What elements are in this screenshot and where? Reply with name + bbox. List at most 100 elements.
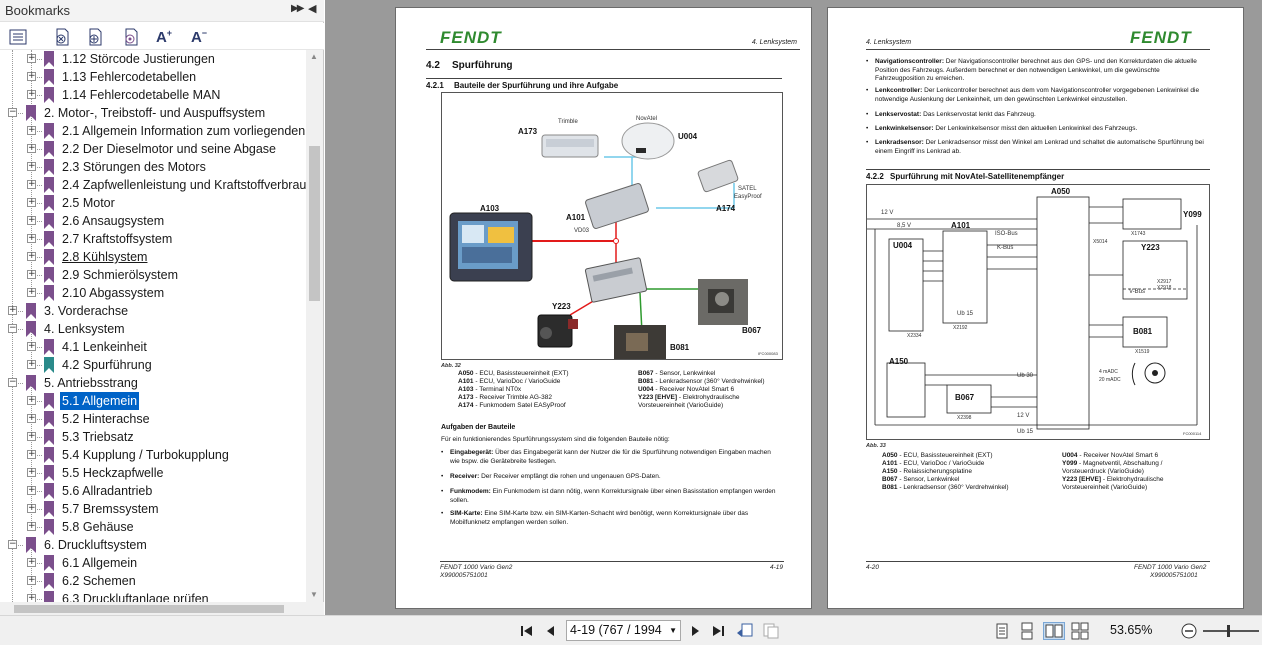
page-number-field[interactable]: 4-19 (767 / 1994 ▼ [566, 620, 681, 641]
expand-icon[interactable]: + [27, 161, 36, 171]
expand-icon[interactable]: + [27, 359, 36, 369]
increase-text-size-icon[interactable]: A+ [155, 28, 173, 46]
bookmark-item[interactable]: +5.4 Kupplung / Turbokupplung [0, 446, 306, 464]
bookmark-item[interactable]: +5.5 Heckzapfwelle [0, 464, 306, 482]
expand-icon[interactable]: + [27, 449, 36, 459]
facing-view-icon[interactable] [1043, 622, 1065, 640]
bookmark-item[interactable]: +2.8 Kühlsystem [0, 248, 306, 266]
bookmark-item[interactable]: −6. Druckluftsystem [0, 536, 306, 554]
expand-icon[interactable]: + [27, 557, 36, 567]
single-page-view-icon[interactable] [993, 622, 1011, 640]
next-page-icon[interactable] [686, 622, 704, 640]
expand-icon[interactable]: + [27, 413, 36, 423]
collapse-icon[interactable]: − [8, 323, 17, 333]
expand-icon[interactable]: + [27, 485, 36, 495]
scroll-up-arrow-icon[interactable]: ▲ [310, 52, 318, 61]
expand-icon[interactable]: + [27, 71, 36, 81]
bookmark-item[interactable]: +2.3 Störungen des Motors [0, 158, 306, 176]
bookmarks-scrollbar[interactable]: ▲ ▼ [306, 50, 323, 602]
bookmark-item[interactable]: +5.1 Allgemein [0, 392, 306, 410]
bookmark-item[interactable]: +6.3 Druckluftanlage prüfen [0, 590, 306, 602]
bookmark-item[interactable]: +2.2 Der Dieselmotor und seine Abgase [0, 140, 306, 158]
bookmark-item[interactable]: +5.6 Allradantrieb [0, 482, 306, 500]
bookmark-item[interactable]: +2.7 Kraftstoffsystem [0, 230, 306, 248]
decrease-text-size-icon[interactable]: A− [190, 28, 208, 46]
collapse-panel-icon[interactable]: ◀ [308, 3, 317, 15]
bookmark-item[interactable]: +2.9 Schmierölsystem [0, 266, 306, 284]
bookmark-item[interactable]: +6.2 Schemen [0, 572, 306, 590]
collapse-icon[interactable]: − [8, 377, 17, 387]
expand-icon[interactable]: + [27, 179, 36, 189]
bookmark-item[interactable]: +5.8 Gehäuse [0, 518, 306, 536]
bookmark-item[interactable]: +5.2 Hinterachse [0, 410, 306, 428]
sch-8v5: 8,5 V [897, 223, 912, 229]
expand-icon[interactable]: + [27, 467, 36, 477]
collapse-icon[interactable]: − [8, 539, 17, 549]
bookmark-item[interactable]: +4.2 Spurführung [0, 356, 306, 374]
expand-icon[interactable]: + [27, 593, 36, 602]
wiring-schematic: A050 A101 U004 Y223 Y099 B081 B067 A150 … [866, 184, 1210, 440]
bookmark-item[interactable]: −2. Motor-, Treibstoff- und Auspuffsyste… [0, 104, 306, 122]
expand-icon[interactable]: + [27, 503, 36, 513]
bookmark-item[interactable]: +1.13 Fehlercodetabellen [0, 68, 306, 86]
bookmark-item[interactable]: +3. Vorderachse [0, 302, 306, 320]
bookmark-item[interactable]: +2.5 Motor [0, 194, 306, 212]
expand-icon[interactable]: + [27, 197, 36, 207]
bookmark-item[interactable]: +1.12 Störcode Justierungen [0, 50, 306, 68]
sch-x2192: X2192 [953, 325, 968, 331]
last-page-icon[interactable] [709, 622, 727, 640]
continuous-facing-view-icon[interactable] [1071, 622, 1089, 640]
expand-icon[interactable]: + [27, 269, 36, 279]
expand-icon[interactable]: + [27, 395, 36, 405]
delete-bookmark-icon[interactable] [52, 27, 72, 47]
expand-icon[interactable]: + [27, 89, 36, 99]
bookmark-item[interactable]: −5. Antriebsstrang [0, 374, 306, 392]
expand-panel-icon[interactable]: ▶▶ [291, 3, 304, 14]
page-number: 4-20 [866, 564, 880, 571]
expand-icon[interactable]: + [27, 125, 36, 135]
zoom-level[interactable]: 53.65% [1110, 623, 1153, 637]
bookmark-item[interactable]: +1.14 Fehlercodetabelle MAN [0, 86, 306, 104]
expand-icon[interactable]: + [27, 575, 36, 585]
expand-icon[interactable]: + [27, 431, 36, 441]
legend-text: - Receiver NovAtel Smart 6 [655, 386, 735, 393]
bookmark-item[interactable]: +2.4 Zapfwellenleistung und Kraftstoffve… [0, 176, 306, 194]
zoom-slider-thumb[interactable] [1226, 625, 1230, 637]
page-dropdown-icon[interactable]: ▼ [669, 626, 677, 635]
previous-view-icon[interactable] [736, 622, 754, 640]
collapse-icon[interactable]: − [8, 107, 17, 117]
expand-icon[interactable]: + [27, 233, 36, 243]
previous-page-icon[interactable] [542, 622, 560, 640]
bookmark-item[interactable]: +5.3 Triebsatz [0, 428, 306, 446]
expand-icon[interactable]: + [27, 143, 36, 153]
bookmarks-horizontal-scrollbar[interactable] [0, 602, 324, 615]
expand-icon[interactable]: + [27, 215, 36, 225]
bookmarks-scroll-thumb[interactable] [309, 146, 320, 301]
next-view-icon[interactable] [762, 622, 780, 640]
bookmark-item[interactable]: +2.6 Ansaugsystem [0, 212, 306, 230]
bookmark-properties-icon[interactable] [121, 27, 141, 47]
first-page-icon[interactable] [518, 622, 536, 640]
zoom-slider-track[interactable] [1203, 630, 1259, 632]
new-bookmark-icon[interactable] [85, 27, 105, 47]
expand-icon[interactable]: + [8, 305, 17, 315]
document-viewport[interactable]: FENDT 4. Lenksystem 4.2 Spurführung 4.2.… [325, 0, 1262, 615]
expand-icon[interactable]: + [27, 251, 36, 261]
legend-code: Y223 [EHVE] [1062, 476, 1102, 483]
bookmark-item[interactable]: +6.1 Allgemein [0, 554, 306, 572]
zoom-out-icon[interactable] [1180, 622, 1198, 640]
bookmark-item[interactable]: +5.7 Bremssystem [0, 500, 306, 518]
continuous-view-icon[interactable] [1018, 622, 1036, 640]
bookmark-item[interactable]: +4.1 Lenkeinheit [0, 338, 306, 356]
bookmark-item[interactable]: +2.10 Abgassystem [0, 284, 306, 302]
expand-icon[interactable]: + [27, 287, 36, 297]
bookmark-item[interactable]: +2.1 Allgemein Information zum vorliegen… [0, 122, 306, 140]
tree-connector [32, 221, 42, 222]
bookmark-item[interactable]: −4. Lenksystem [0, 320, 306, 338]
expand-icon[interactable]: + [27, 521, 36, 531]
expand-icon[interactable]: + [27, 53, 36, 63]
scroll-down-arrow-icon[interactable]: ▼ [310, 590, 318, 599]
options-menu-icon[interactable] [8, 27, 28, 47]
expand-icon[interactable]: + [27, 341, 36, 351]
horizontal-scroll-thumb[interactable] [14, 605, 284, 613]
